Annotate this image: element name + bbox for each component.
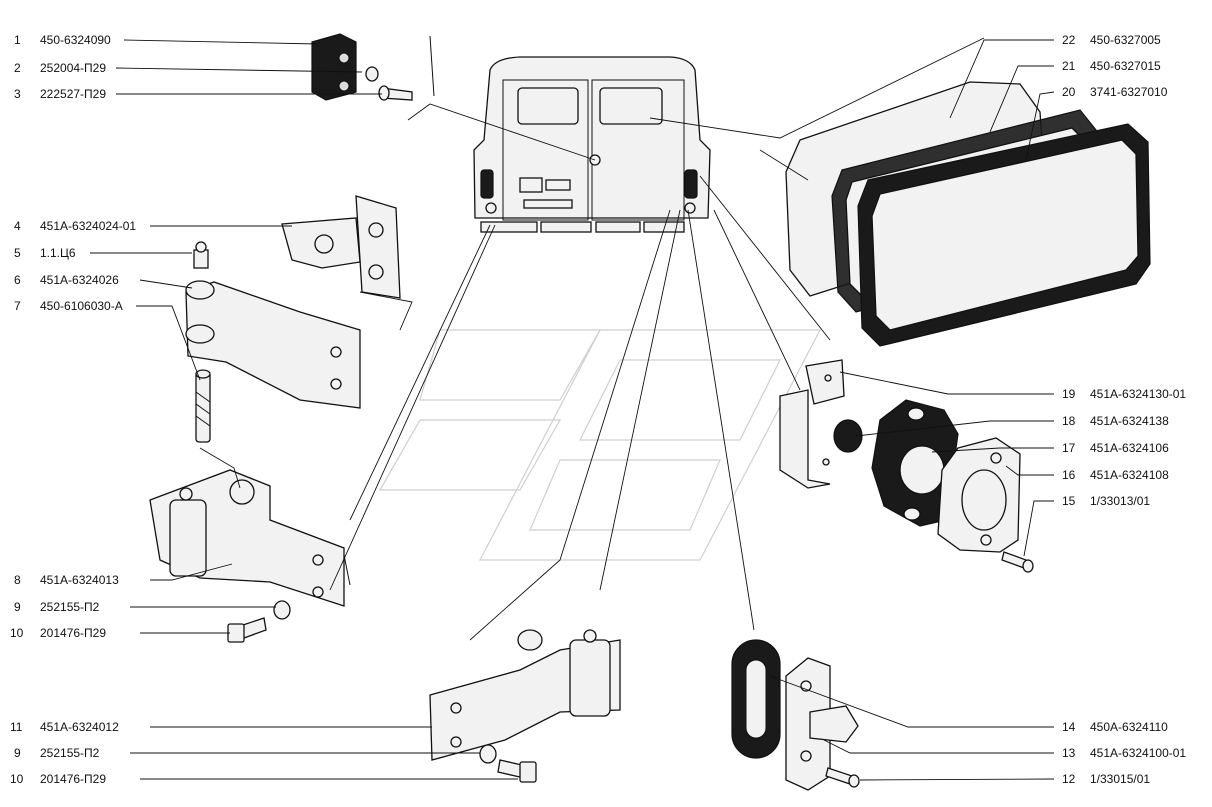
gasket-part-14: [731, 639, 781, 759]
callout-code: 451А-6324012: [40, 720, 119, 734]
callout-code: 451А-6324106: [1090, 441, 1169, 455]
callout-code: 450-6327015: [1090, 59, 1161, 73]
callout-code: 252004-П29: [40, 61, 106, 75]
callout-code: 451А-6324100-01: [1090, 746, 1186, 760]
assembly-leaders: [199, 37, 985, 641]
callout-code: 222527-П29: [40, 87, 106, 101]
hinge-pin-part-7: [195, 369, 211, 443]
hinge-part-8: [149, 469, 351, 607]
screw-part-15: [1001, 551, 1034, 573]
callout-code: 1.1.Ц6: [40, 246, 76, 260]
callout-code: 252155-П2: [40, 746, 100, 760]
callout-code: 451А-6324024-01: [40, 219, 136, 233]
callout-code: 3741-6327010: [1090, 85, 1168, 99]
callout-num: 8: [14, 573, 21, 587]
callout-code: 450-6327005: [1090, 33, 1161, 47]
bumper-part-1: [311, 33, 413, 101]
callout-num: 21: [1062, 59, 1076, 73]
callout-code: 451А-6324130-01: [1090, 387, 1186, 401]
hinge-leaf-part-6: [185, 280, 361, 409]
screw-part-12: [825, 767, 860, 788]
callout-code: 1/33015/01: [1090, 772, 1150, 786]
hinge-part-11: [429, 629, 621, 761]
callout-code: 201476-П29: [40, 626, 106, 640]
callout-num: 10: [10, 626, 24, 640]
callout-num: 20: [1062, 85, 1076, 99]
callout-code: 201476-П29: [40, 772, 106, 786]
callout-code: 1/33013/01: [1090, 494, 1150, 508]
rubber-buffer-part-18: [833, 419, 863, 453]
callout-num: 16: [1062, 468, 1076, 482]
callout-num: 7: [14, 299, 21, 313]
callout-code: 451А-6324013: [40, 573, 119, 587]
callout-num: 4: [14, 219, 21, 233]
callout-code: 252155-П2: [40, 600, 100, 614]
callout-num: 5: [14, 246, 21, 260]
callout-code: 450-6324090: [40, 33, 111, 47]
grease-nipple-part-5: [193, 241, 209, 269]
latch-plate-part-19: [779, 359, 845, 489]
watermark-logo: [378, 329, 821, 561]
washer-bolt-bottom: [479, 744, 537, 783]
callout-num: 3: [14, 87, 21, 101]
callout-code: 451А-6324026: [40, 273, 119, 287]
left-callout-leaders: [90, 39, 518, 780]
right-callouts: 22 450-6327005 21 450-6327015 20 3741-63…: [1062, 33, 1186, 786]
callout-code: 451А-6324138: [1090, 414, 1169, 428]
hinge-bracket-part-4: [281, 195, 401, 299]
callout-num: 14: [1062, 720, 1076, 734]
callout-num: 9: [14, 746, 21, 760]
callout-num: 18: [1062, 414, 1076, 428]
callout-num: 11: [10, 720, 23, 734]
striker-part-13: [785, 657, 859, 791]
callout-num: 15: [1062, 494, 1076, 508]
lock-frame-part-16: [937, 437, 1021, 553]
left-callouts: 1 450-6324090 2 252004-П29 3 222527-П29 …: [10, 33, 136, 786]
window-assembly: [785, 81, 1151, 347]
callout-num: 19: [1062, 387, 1076, 401]
callout-num: 22: [1062, 33, 1076, 47]
callout-num: 17: [1062, 441, 1076, 455]
callout-code: 450-6106030-А: [40, 299, 123, 313]
callout-code: 450А-6324110: [1090, 720, 1168, 734]
callout-num: 1: [14, 33, 21, 47]
van-rear-view: [429, 35, 711, 233]
callout-num: 12: [1062, 772, 1076, 786]
callout-code: 451А-6324108: [1090, 468, 1169, 482]
callout-num: 2: [14, 61, 21, 75]
callout-num: 13: [1062, 746, 1076, 760]
right-callout-leaders: [769, 39, 1055, 781]
callout-num: 10: [10, 772, 24, 786]
callout-num: 6: [14, 273, 21, 287]
callout-num: 9: [14, 600, 21, 614]
